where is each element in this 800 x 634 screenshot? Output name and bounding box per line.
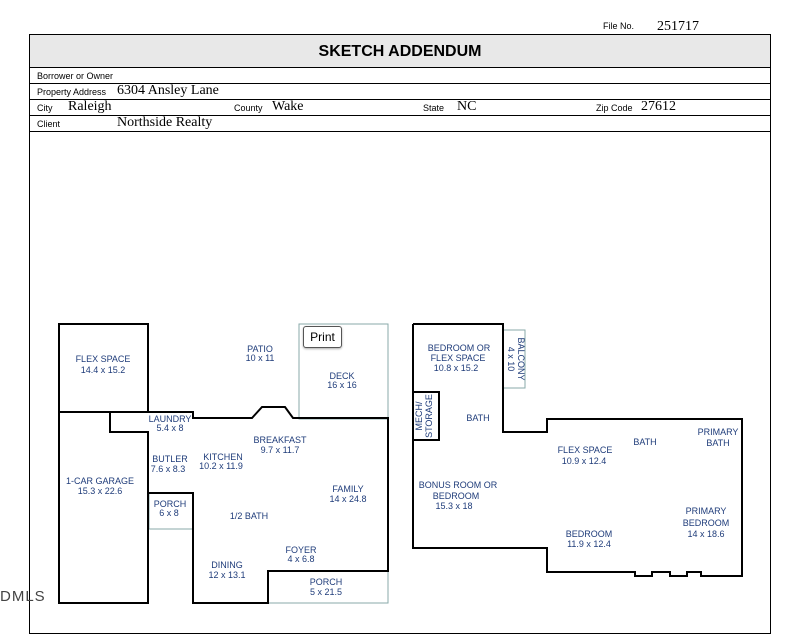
room-dining: DINING [211,560,243,570]
room-mech-line1: MECH/ [414,401,424,430]
room-balcony: BALCONY [516,337,526,380]
room-primary-bath-line2: BATH [706,438,729,448]
room-flex-space-dim: 14.4 x 15.2 [81,365,126,375]
room-primary-bedroom-line1: PRIMARY [686,506,727,516]
room-kitchen: KITCHEN [203,452,243,462]
city-value: Raleigh [68,99,112,114]
room-bonus-dim: 15.3 x 18 [435,501,472,511]
room-foyer-dim: 4 x 6.8 [287,554,314,564]
property-value: 6304 Ansley Lane [117,83,219,98]
zip-label: Zip Code [596,103,633,113]
property-row: Property Address 6304 Ansley Lane [29,83,771,100]
room-dining-dim: 12 x 13.1 [208,570,245,580]
room-garage-dim: 15.3 x 22.6 [78,486,123,496]
room-porch-small: PORCH [154,499,187,509]
room-laundry: LAUNDRY [149,414,192,424]
room-family: FAMILY [332,484,363,494]
room-primary-bedroom-line2: BEDROOM [683,518,730,528]
file-no-label: File No. [603,21,635,31]
room-porch-dim: 5 x 21.5 [310,587,342,597]
file-no-value: 251717 [657,19,699,34]
borrower-row: Borrower or Owner [29,68,771,84]
room-balcony-dim: 4 x 10 [506,347,516,372]
room-garage: 1-CAR GARAGE [66,476,134,486]
state-value: NC [457,99,477,114]
room-breakfast-dim: 9.7 x 11.7 [261,445,300,455]
room-bath-upper: BATH [466,413,489,423]
room-bonus-line1: BONUS ROOM OR [419,480,498,490]
page-title: SKETCH ADDENDUM [29,34,771,68]
flex-space-walls [58,323,149,413]
room-bonus-line2: BEDROOM [433,491,480,501]
room-family-dim: 14 x 24.8 [329,494,366,504]
upper-level-walls [412,323,743,577]
room-foyer: FOYER [285,545,317,555]
room-bedroom-dim: 11.9 x 12.4 [567,539,611,549]
room-porch-small-dim: 6 x 8 [159,508,179,518]
county-label: County [234,103,263,113]
main-level-walls [58,406,389,604]
room-butler: BUTLER [152,454,188,464]
room-breakfast: BREAKFAST [253,435,307,445]
room-deck: DECK [329,371,354,381]
room-bedroom: BEDROOM [566,529,613,539]
city-row: City Raleigh County Wake State NC Zip Co… [29,99,771,116]
room-mech-line2: STORAGE [424,394,434,438]
city-label: City [37,103,53,113]
state-label: State [423,103,445,113]
room-porch: PORCH [310,577,343,587]
room-butler-dim: 7.6 x 8.3 [151,464,186,474]
room-bedroom-flex-line1: BEDROOM OR [428,343,491,353]
room-kitchen-dim: 10.2 x 11.9 [199,461,243,471]
room-patio-dim: 10 x 11 [246,353,275,363]
room-flex-space: FLEX SPACE [76,354,131,364]
room-bath-mid: BATH [633,437,656,447]
room-half-bath: 1/2 BATH [230,511,268,521]
mech-storage-walls [413,391,440,441]
property-label: Property Address [37,87,107,97]
room-patio: PATIO [247,344,273,354]
client-row: Client Northside Realty [29,115,771,132]
room-flex-space-2-dim: 10.9 x 12.4 [562,456,607,466]
room-primary-bath-line1: PRIMARY [698,427,739,437]
room-primary-bedroom-dim: 14 x 18.6 [687,529,724,539]
room-bedroom-flex-dim: 10.8 x 15.2 [434,363,479,373]
garage-inner-wall [109,412,149,493]
room-flex-space-2: FLEX SPACE [558,445,613,455]
client-label: Client [37,119,61,129]
watermark: DMLS [0,588,46,605]
zip-value: 27612 [641,99,676,114]
room-laundry-dim: 5.4 x 8 [156,423,183,433]
client-value: Northside Realty [117,115,213,130]
print-button[interactable]: Print [303,326,342,348]
county-value: Wake [272,99,304,114]
room-bedroom-flex-line2: FLEX SPACE [431,353,486,363]
borrower-label: Borrower or Owner [37,71,114,81]
room-deck-dim: 16 x 16 [327,380,357,390]
